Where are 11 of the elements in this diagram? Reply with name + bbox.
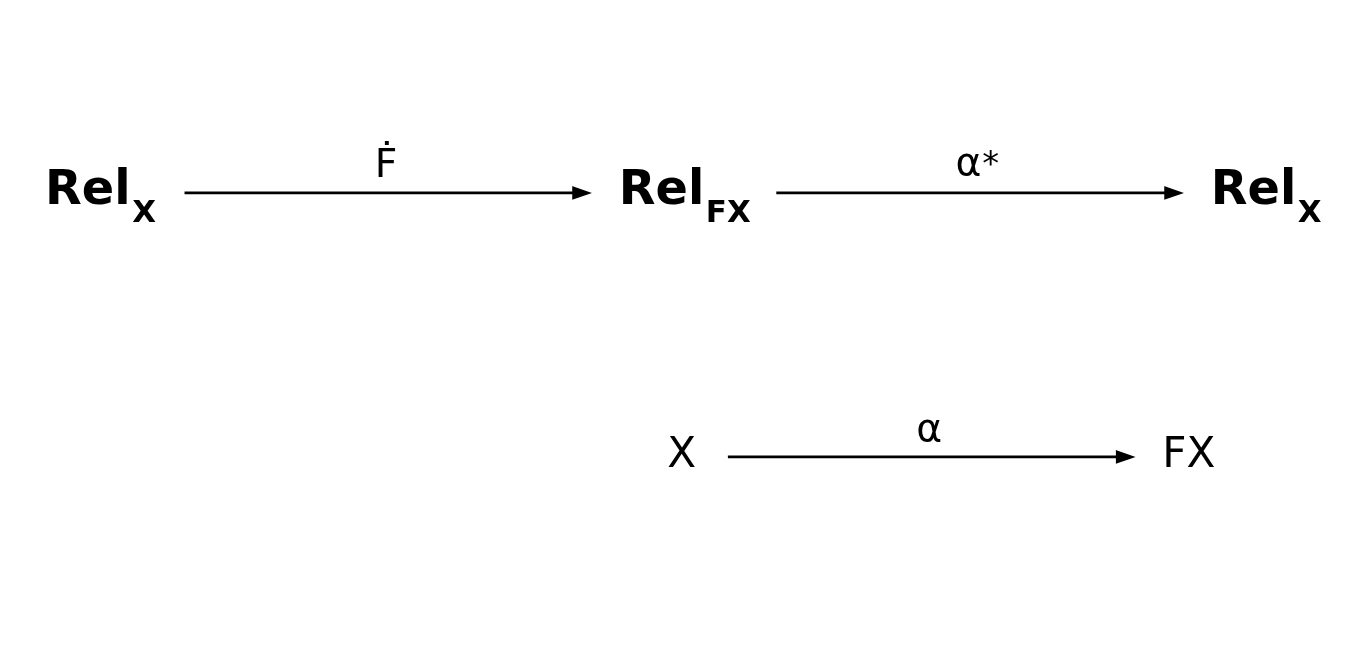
edge-label: α [916, 404, 943, 450]
node-text: Rel$_{X}$ [1210, 159, 1322, 229]
node-text: Rel$_{X}$ [45, 159, 156, 229]
arrow [184, 185, 592, 200]
arrow [727, 449, 1136, 464]
edge-label: α* [955, 138, 1000, 184]
node-text: X [667, 427, 697, 477]
edge-label: Ḟ [374, 140, 398, 186]
node-text: Rel$_{FX}$ [618, 159, 751, 229]
arrow [776, 185, 1184, 200]
node-text: FX [1162, 427, 1216, 477]
